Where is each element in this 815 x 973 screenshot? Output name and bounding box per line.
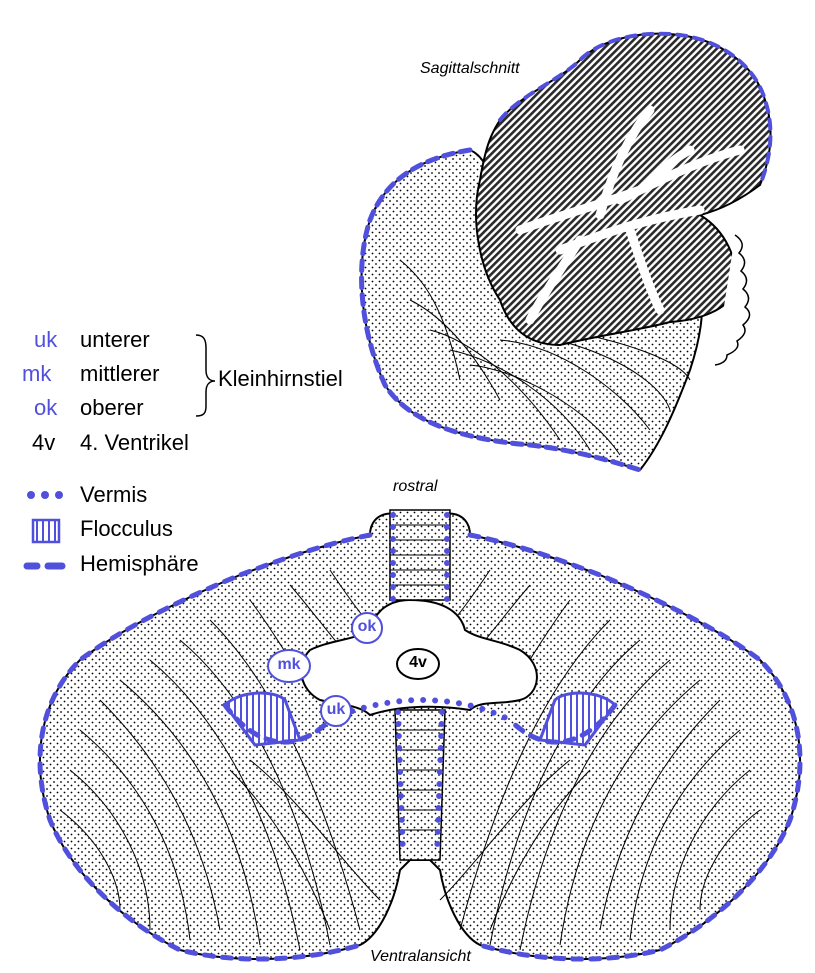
ok-text: oberer bbox=[80, 395, 144, 421]
ventral-view bbox=[40, 510, 800, 959]
flocculus-legend-text: Flocculus bbox=[80, 516, 173, 542]
uk-marker-label: uk bbox=[324, 701, 348, 719]
ventral-title: Ventralansicht bbox=[370, 948, 471, 966]
vermis-legend-dots bbox=[27, 491, 63, 499]
legend-brace bbox=[196, 335, 215, 416]
flocculus-legend-box bbox=[33, 520, 59, 542]
sagittal-section bbox=[362, 34, 771, 470]
uk-text: unterer bbox=[80, 327, 150, 353]
rostral-label: rostral bbox=[393, 478, 437, 496]
ok-abbr: ok bbox=[34, 395, 57, 421]
ok-marker-label: ok bbox=[355, 618, 379, 636]
hemisphere-legend-text: Hemisphäre bbox=[80, 551, 199, 577]
kleinhirnstiel-label: Kleinhirnstiel bbox=[218, 366, 343, 392]
uk-abbr: uk bbox=[34, 327, 57, 353]
v4-text: 4. Ventrikel bbox=[80, 430, 189, 456]
sagittal-title: Sagittalschnitt bbox=[420, 60, 520, 78]
vermis-legend-text: Vermis bbox=[80, 482, 147, 508]
mk-marker-label: mk bbox=[273, 656, 305, 674]
v4-abbr: 4v bbox=[32, 430, 55, 456]
mk-text: mittlerer bbox=[80, 361, 159, 387]
mk-abbr: mk bbox=[22, 361, 51, 387]
v4-marker-label: 4v bbox=[402, 654, 434, 672]
